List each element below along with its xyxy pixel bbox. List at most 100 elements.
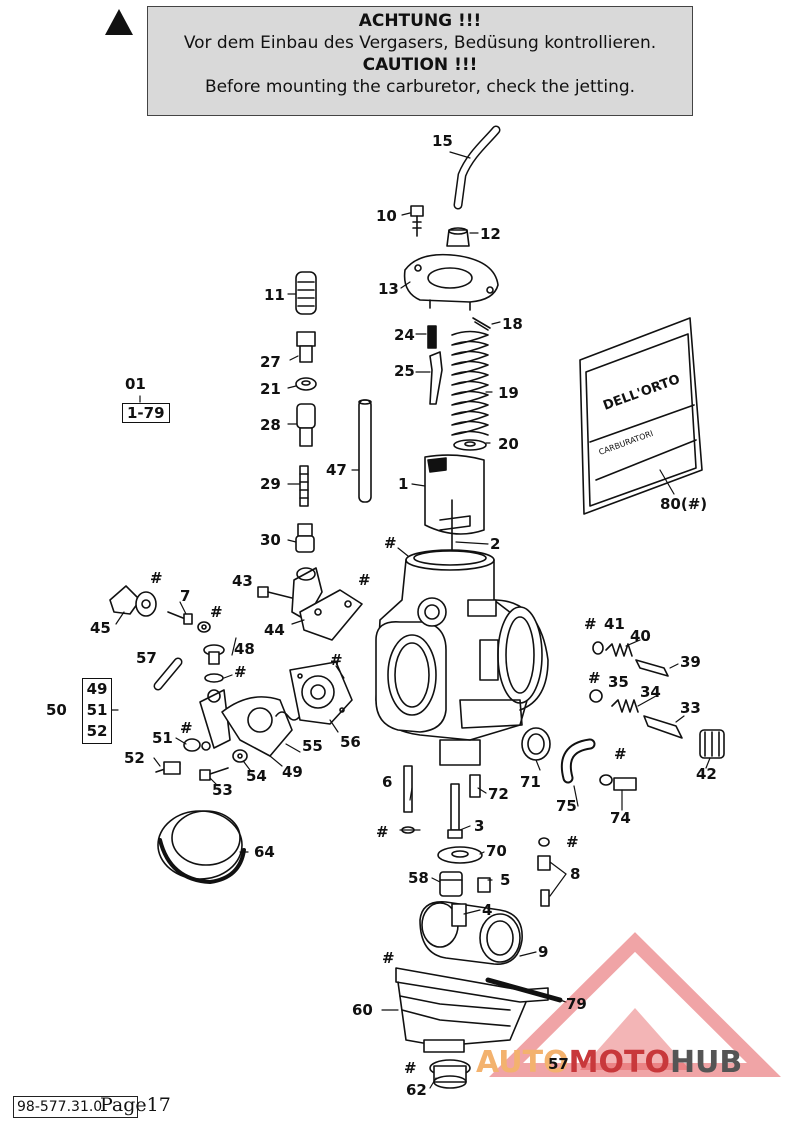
label-41: 41 <box>604 615 625 633</box>
part-25-needle <box>429 351 443 405</box>
part-40-spring <box>605 643 633 657</box>
part-52-jet <box>155 761 181 775</box>
label-55: 55 <box>302 737 323 755</box>
part-51-washer <box>183 738 211 752</box>
part-11-adjuster <box>295 271 317 315</box>
part-5-screw <box>477 877 491 893</box>
label-4: 4 <box>482 901 493 919</box>
label-74: 74 <box>610 809 631 827</box>
part-39-screw <box>635 659 669 677</box>
part-10-screw <box>410 205 424 237</box>
part-79-rod <box>485 977 563 1003</box>
label-6: 6 <box>382 773 393 791</box>
label-45: 45 <box>90 619 111 637</box>
label-79: 79 <box>566 995 587 1013</box>
part-71-gasket <box>521 727 551 761</box>
part-47-tube <box>358 399 372 503</box>
part-42-knob <box>699 729 725 759</box>
part-57-hose <box>153 657 183 691</box>
part-30-jet <box>295 523 315 553</box>
label-13: 13 <box>378 280 399 298</box>
part-15-hose <box>453 125 501 210</box>
label-hash-51: # <box>180 719 193 737</box>
label-2: 2 <box>490 535 501 553</box>
label-57b: 57 <box>548 1055 569 1073</box>
part-34-spring <box>611 699 639 713</box>
label-43: 43 <box>232 572 253 590</box>
part-75-elbow <box>560 738 596 784</box>
label-7: 7 <box>180 587 191 605</box>
part-74-screw <box>599 774 637 791</box>
part-35-washer <box>589 689 603 703</box>
part-24-pin <box>427 325 437 349</box>
page-number: Page17 <box>100 1094 171 1116</box>
label-34: 34 <box>640 683 661 701</box>
label-47: 47 <box>326 461 347 479</box>
label-20: 20 <box>498 435 519 453</box>
part-44-starter <box>291 567 363 641</box>
label-25: 25 <box>394 362 415 380</box>
watermark-part2: MOTO <box>568 1045 670 1080</box>
leader-lines <box>111 151 711 1089</box>
watermark-logo-icon <box>489 932 781 1077</box>
part-41-washer <box>592 641 604 655</box>
part-33-screw <box>643 715 683 739</box>
label-19: 19 <box>498 384 519 402</box>
part-8-set <box>537 837 551 907</box>
group-item-51: 51 <box>86 701 108 719</box>
notice-de-title: ACHTUNG !!! <box>358 11 482 31</box>
part-20-washer <box>453 439 487 451</box>
part-27-screw <box>296 331 316 363</box>
label-hash-35: # <box>588 669 601 687</box>
document-number: 98-577.31.0 <box>13 1096 138 1118</box>
part-18-clip <box>472 317 491 331</box>
label-9: 9 <box>538 943 549 961</box>
label-hash-6: # <box>376 823 389 841</box>
label-64: 64 <box>254 843 275 861</box>
label-75: 75 <box>556 797 577 815</box>
part-1-slide <box>424 454 485 535</box>
group-item-49: 49 <box>86 680 108 698</box>
label-48: 48 <box>234 640 255 658</box>
part-64-ring <box>157 810 246 884</box>
label-5: 5 <box>500 871 511 889</box>
part-72-jet <box>469 774 481 798</box>
label-1-79: 1-79 <box>122 403 170 423</box>
watermark-text: AUTOMOTOHUB <box>476 1046 742 1080</box>
label-10: 10 <box>376 207 397 225</box>
label-hash-7: # <box>150 569 163 587</box>
label-29: 29 <box>260 475 281 493</box>
part-58-nut <box>439 871 463 897</box>
part-13-cover <box>403 253 499 311</box>
part-62-nut <box>429 1059 471 1089</box>
part-45-lever <box>109 585 157 617</box>
label-42: 42 <box>696 765 717 783</box>
label-hash-7b: # <box>210 603 223 621</box>
label-70: 70 <box>486 842 507 860</box>
label-72: 72 <box>488 785 509 803</box>
label-18: 18 <box>502 315 523 333</box>
group-item-52: 52 <box>86 722 108 740</box>
label-21: 21 <box>260 380 281 398</box>
part-48-screw <box>203 644 225 665</box>
label-80: 80(#) <box>660 495 708 513</box>
label-15: 15 <box>432 132 453 150</box>
label-hash-41: # <box>584 615 597 633</box>
label-01: 01 <box>125 375 146 393</box>
part-group-50: 49 51 52 <box>82 678 112 744</box>
label-hash-8: # <box>566 833 579 851</box>
label-53: 53 <box>212 781 233 799</box>
label-hash-60: # <box>382 949 395 967</box>
label-28: 28 <box>260 416 281 434</box>
label-33: 33 <box>680 699 701 717</box>
part-56-cover <box>289 661 353 725</box>
label-39: 39 <box>680 653 701 671</box>
carburetor-body <box>375 549 549 766</box>
part-54-washer <box>232 749 248 763</box>
label-58: 58 <box>408 869 429 887</box>
part-4-float <box>419 901 523 965</box>
part-3-jet <box>447 783 463 839</box>
label-60: 60 <box>352 1001 373 1019</box>
label-62: 62 <box>406 1081 427 1099</box>
label-24: 24 <box>394 326 415 344</box>
